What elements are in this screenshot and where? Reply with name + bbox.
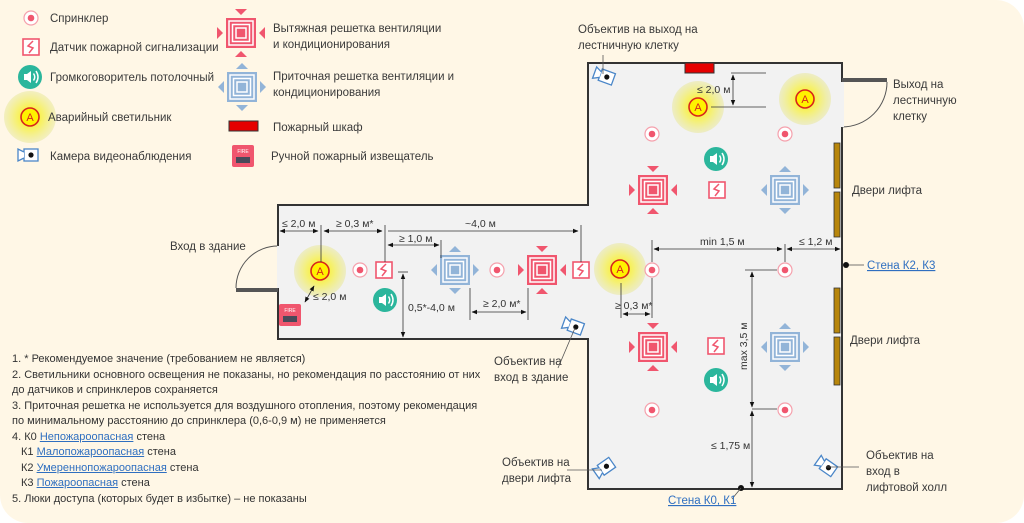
dim-label: ≤ 2,0 м [697,84,730,96]
notes: 1. * Рекомендуемое значение (требованием… [12,352,482,507]
note-3a: 3. Приточная решетка не используется для… [12,399,478,412]
elevator-doors [833,142,841,386]
legend-fire-detector: Датчик пожарной сигнализации [50,42,219,54]
k0-link[interactable]: Непожароопасная [39,430,134,443]
legend-supply-line2: кондиционирования [273,87,380,99]
sprinkler [644,262,660,278]
wall-k2-k3-link[interactable]: Стена К2, К3 [867,260,935,272]
fire-detector [707,337,725,355]
sprinkler [777,262,793,278]
k3-link[interactable]: Пожароопасная [36,477,119,489]
wall-k0-k1-link[interactable]: Стена К0, К1 [668,495,736,507]
sprinkler [644,126,660,142]
fire-detector [708,181,726,199]
entrance-door [235,245,280,292]
legend-supply-line1: Приточная решетка вентиляции и [273,71,454,83]
note-2b: до датчиков и спринклеров сохраняется [12,384,218,396]
note-4-k3: К3 Пожароопасная стена [21,477,150,489]
emergency-light [593,242,647,296]
sprinkler [352,262,368,278]
sprinkler [777,126,793,142]
sprinkler [777,402,793,418]
camera-entrance-label-1: Объектив на [494,356,562,368]
camera-elevator-doors-label-1: Объектив на [502,457,570,469]
speaker-icon [17,64,43,90]
sprinkler [489,262,505,278]
dim-label: min 1,5 м [700,236,745,248]
note-1: 1. * Рекомендуемое значение (требованием… [12,353,306,365]
elevator-doors-label: Двери лифта [852,185,923,197]
dim-label: ≤ 2,0 м [313,291,346,303]
legend-exhaust-line1: Вытяжная решетка вентиляции [273,23,441,35]
legend: Спринклер Датчик пожарной сигнализации Г… [3,8,454,167]
dim-label: ≤ 2,0 м [282,218,315,230]
legend-emergency-light: Аварийный светильник [48,112,172,124]
dim-label: ≥ 1,0 м [399,233,432,245]
note-3b: по минимальному расстоянию до спринклера… [12,415,386,427]
dim-label: ≤ 1,2 м [799,236,832,248]
dim-label: ≤ 1,75 м [711,440,750,452]
fire-detector [375,261,393,279]
fire-cabinet [684,62,715,74]
note-4-k1: К1 Малопожароопасная стена [21,446,176,458]
dimension-lines [279,72,841,488]
dimension-labels: ≤ 2,0 м ≥ 0,3 м* ~4,0 м ≥ 1,0 м ≤ 2,0 м … [282,84,832,452]
supply-grille-icon [217,62,267,112]
fire-detector [572,261,590,279]
room-walls [277,62,843,490]
entrance-label: Вход в здание [170,241,246,253]
stair-exit-door [841,78,888,128]
camera-stair-label-2: лестничную клетку [578,40,679,52]
camera-stair-label-1: Объектив на выход на [578,24,698,36]
fire-detector-icon [22,38,40,56]
legend-camera: Камера видеонаблюдения [50,151,191,163]
ceiling-speaker [703,367,729,393]
note-4-k0: 4. К0 Непожароопасная стена [12,430,166,443]
dim-label: ≥ 2,0 м* [483,298,521,310]
emergency-light [778,72,832,126]
legend-speaker: Громкоговоритель потолочный [50,72,214,84]
camera-entrance-label-2: вход в здание [494,372,568,384]
manual-call-point-icon [232,145,254,167]
note-2a: 2. Светильники основного освещения не по… [12,368,481,381]
k1-link[interactable]: Малопожароопасная [36,446,145,458]
dim-label: ≥ 0,3 м* [336,218,374,230]
elevator-doors-label: Двери лифта [850,335,921,347]
legend-manual-call-point: Ручной пожарный извещатель [271,151,434,163]
legend-fire-cabinet: Пожарный шкаф [273,122,363,134]
dim-label: 0,5*-4,0 м [408,302,455,314]
plan-labels: Вход в здание Выход на лестничную клетку… [170,24,957,507]
ceiling-speaker [372,287,398,313]
dim-label: ~4,0 м [465,218,496,230]
dim-label: ≥ 0,3 м* [615,300,653,312]
note-4-k2: К2 Умереннопожароопасная стена [21,461,199,474]
ceiling-speaker [703,146,729,172]
sprinkler [644,402,660,418]
exhaust-grille-icon [216,8,266,58]
camera-elevator-hall-label-2: вход в [866,466,900,478]
stair-exit-label-2: лестничную [893,95,957,107]
stair-exit-label-1: Выход на [893,79,944,91]
k2-link[interactable]: Умереннопожароопасная [36,461,167,474]
note-5: 5. Люки доступа (которых будет в избытке… [12,492,307,505]
stair-exit-label-3: клетку [893,111,927,123]
sprinkler-icon [23,10,39,26]
fire-cabinet-icon [228,120,259,132]
emergency-light [293,244,347,298]
legend-sprinkler: Спринклер [50,13,108,25]
camera-icon [17,148,39,162]
dim-label: max 3,5 м [738,323,750,371]
camera-elevator-hall-label-1: Объектив на [866,450,934,462]
legend-exhaust-line2: и кондиционирования [273,39,390,51]
camera-elevator-hall-label-3: лифтовой холл [866,482,947,494]
manual-call-point [279,304,301,326]
camera-elevator-doors-label-2: двери лифта [502,473,572,485]
